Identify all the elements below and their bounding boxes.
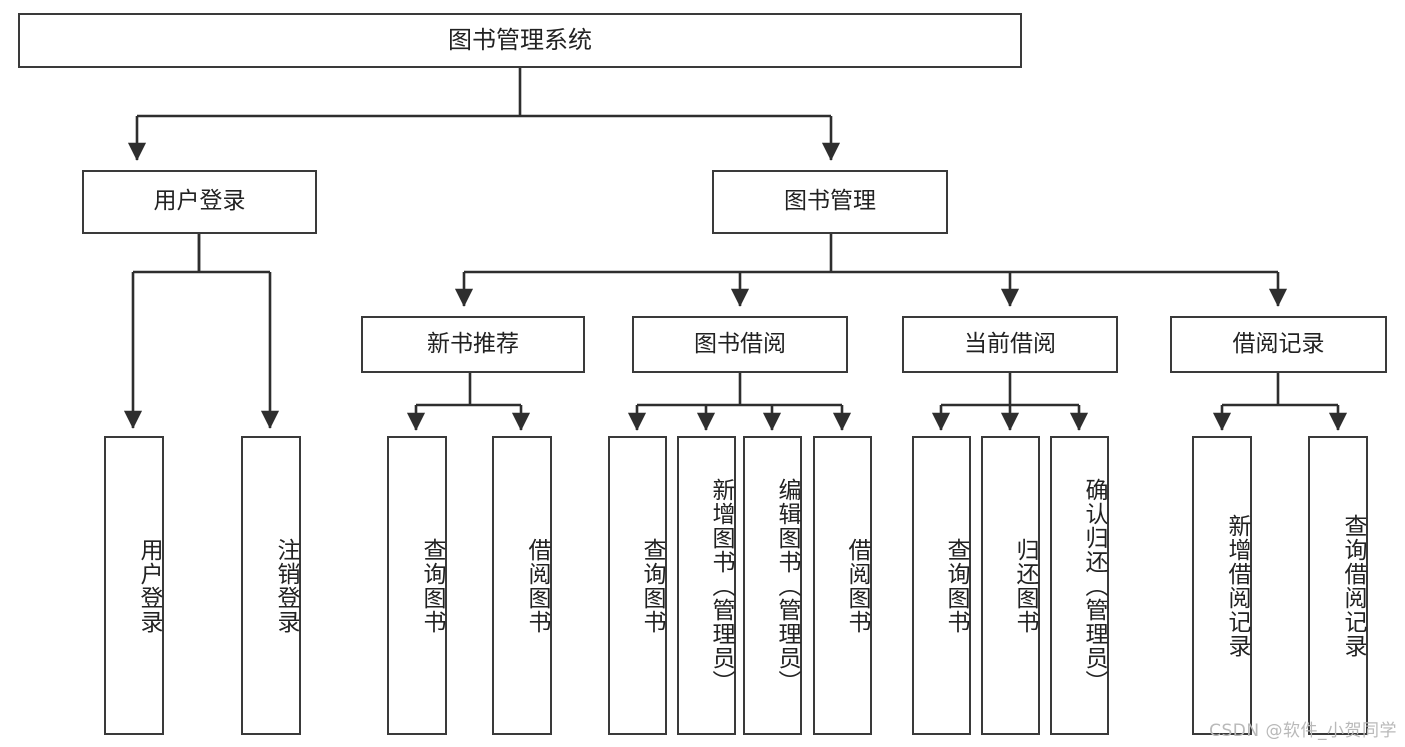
node-leaf-query-book-1[interactable]: 查询图书: [387, 436, 447, 735]
node-leaf-borrow-book-2-label: 借阅图书: [844, 537, 870, 634]
node-leaf-query-borrow-record[interactable]: 查询借阅记录: [1308, 436, 1368, 735]
node-book-borrow-label: 图书借阅: [694, 330, 786, 357]
node-leaf-edit-book-admin-label: 编辑图书（管理员）: [774, 477, 800, 694]
node-book-manage-label: 图书管理: [784, 188, 876, 215]
node-leaf-logout-label: 注销登录: [273, 537, 299, 634]
node-current-borrow[interactable]: 当前借阅: [902, 316, 1118, 373]
node-book-borrow[interactable]: 图书借阅: [632, 316, 848, 373]
node-current-borrow-label: 当前借阅: [964, 330, 1056, 357]
node-new-book-rec[interactable]: 新书推荐: [361, 316, 585, 373]
node-leaf-query-book-2-label: 查询图书: [639, 537, 665, 634]
node-borrow-record[interactable]: 借阅记录: [1170, 316, 1387, 373]
node-leaf-user-login[interactable]: 用户登录: [104, 436, 164, 735]
node-leaf-user-login-label: 用户登录: [136, 537, 162, 634]
node-leaf-logout[interactable]: 注销登录: [241, 436, 301, 735]
node-leaf-confirm-return-admin-label: 确认归还（管理员）: [1081, 477, 1107, 694]
node-root-label: 图书管理系统: [448, 26, 592, 55]
node-leaf-query-book-2[interactable]: 查询图书: [608, 436, 667, 735]
node-user-login-label: 用户登录: [153, 188, 246, 215]
node-leaf-borrow-book-1-label: 借阅图书: [524, 537, 550, 634]
node-leaf-query-book-3-label: 查询图书: [943, 537, 969, 634]
node-leaf-confirm-return-admin[interactable]: 确认归还（管理员）: [1050, 436, 1109, 735]
node-leaf-query-borrow-record-label: 查询借阅记录: [1340, 513, 1366, 658]
node-leaf-return-book[interactable]: 归还图书: [981, 436, 1040, 735]
node-new-book-rec-label: 新书推荐: [427, 330, 519, 357]
node-root[interactable]: 图书管理系统: [18, 13, 1022, 68]
node-leaf-edit-book-admin[interactable]: 编辑图书（管理员）: [743, 436, 802, 735]
node-leaf-query-book-1-label: 查询图书: [419, 537, 445, 634]
watermark: CSDN @软件_小贺同学: [1209, 721, 1397, 741]
node-leaf-borrow-book-2[interactable]: 借阅图书: [813, 436, 872, 735]
node-leaf-return-book-label: 归还图书: [1012, 537, 1038, 634]
node-book-manage[interactable]: 图书管理: [712, 170, 948, 234]
node-leaf-query-book-3[interactable]: 查询图书: [912, 436, 971, 735]
node-leaf-borrow-book-1[interactable]: 借阅图书: [492, 436, 552, 735]
node-leaf-add-book-admin-label: 新增图书（管理员）: [708, 477, 734, 694]
node-user-login[interactable]: 用户登录: [82, 170, 317, 234]
node-leaf-add-borrow-record[interactable]: 新增借阅记录: [1192, 436, 1252, 735]
node-borrow-record-label: 借阅记录: [1232, 330, 1325, 357]
node-leaf-add-borrow-record-label: 新增借阅记录: [1224, 513, 1250, 658]
node-leaf-add-book-admin[interactable]: 新增图书（管理员）: [677, 436, 736, 735]
